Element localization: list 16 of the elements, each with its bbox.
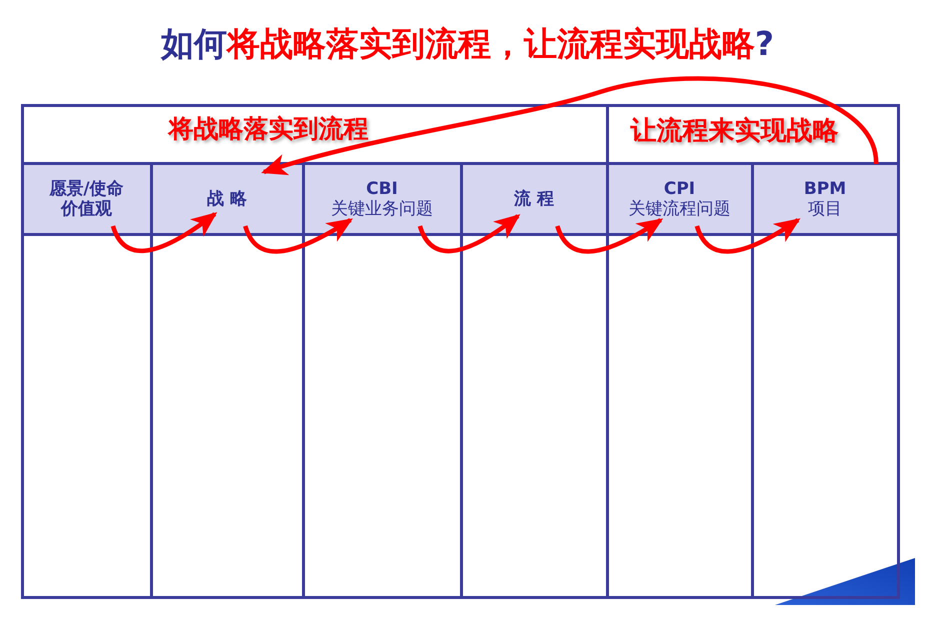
column-heading: 战 略 <box>207 188 247 208</box>
column-subheading: 关键业务问题 <box>331 198 433 218</box>
column-heading: CPI <box>664 178 696 198</box>
column-heading: 愿景/使命价值观 <box>48 178 125 218</box>
curved-arrow <box>555 218 664 254</box>
column-heading: CBI <box>366 178 398 198</box>
curved-arrow <box>694 218 800 254</box>
group-heading: 将战略落实到流程 <box>168 112 368 144</box>
column-subheading: 项目 <box>808 198 842 218</box>
curved-arrow <box>261 76 878 176</box>
title: 如何将战略落实到流程，让流程实现战略? <box>160 23 774 65</box>
column-heading: BPM <box>804 178 846 198</box>
column-heading: 流 程 <box>514 188 554 208</box>
column-subheading: 关键流程问题 <box>628 198 730 218</box>
group-heading: 让流程来实现战略 <box>630 114 838 148</box>
curved-arrow <box>243 218 353 254</box>
